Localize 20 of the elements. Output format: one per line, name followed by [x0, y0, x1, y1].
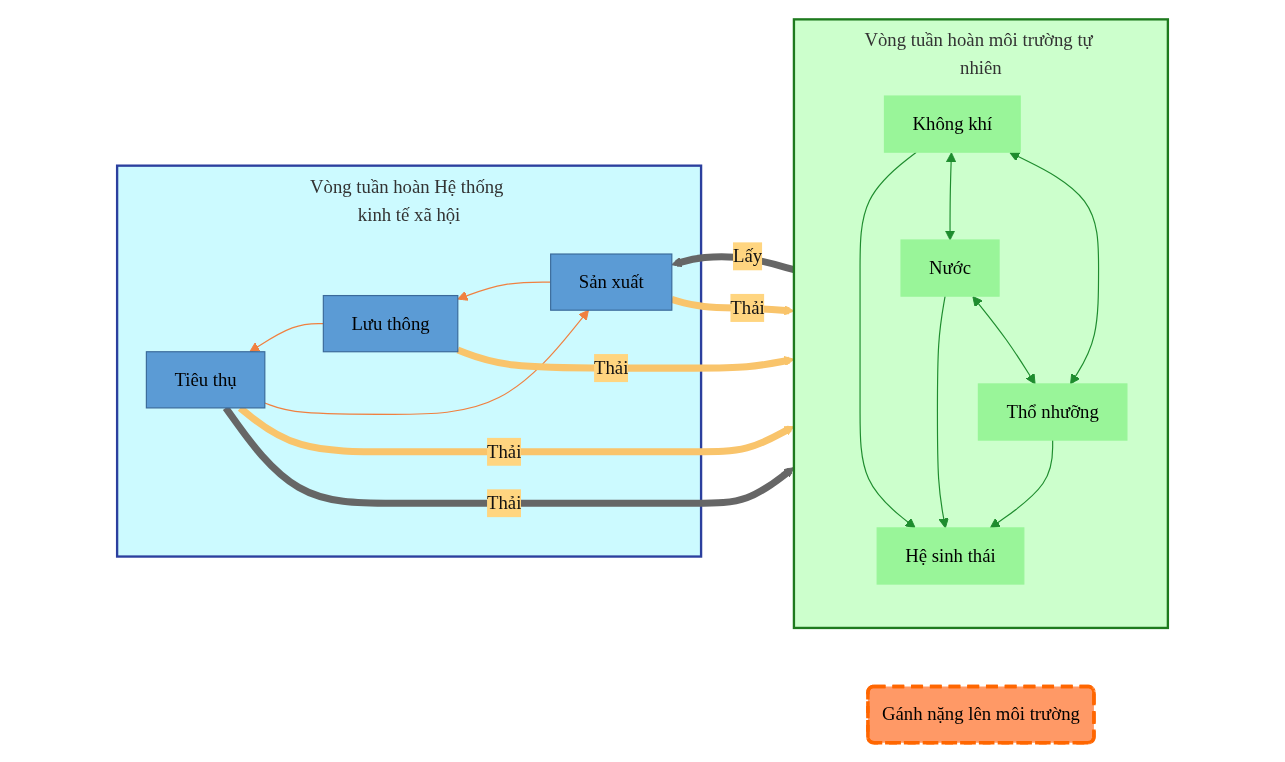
node-box: Tiêu thụ [145, 351, 266, 409]
arrow [1009, 151, 1100, 385]
node-box: Hệ sinh thái [876, 527, 1025, 585]
arrow [859, 151, 917, 529]
node-box: Lưu thông [322, 294, 459, 353]
node-box: Thổ nhưỡng [977, 383, 1128, 441]
node-box: Sản xuất [550, 253, 673, 311]
arrow [989, 439, 1054, 529]
arrow [264, 309, 589, 415]
node-box: Nước [900, 239, 1000, 297]
arrow [972, 296, 1036, 385]
edge-label: Thải [730, 297, 765, 318]
edge-label: Thải [594, 357, 629, 378]
arrow [944, 152, 957, 241]
edge-label: Thải [487, 492, 522, 513]
arrow [936, 295, 949, 529]
edge-label: Lấy [732, 245, 763, 266]
node-box: Không khí [883, 95, 1021, 153]
edge-label: Thải [487, 441, 522, 462]
arrow [249, 323, 324, 353]
